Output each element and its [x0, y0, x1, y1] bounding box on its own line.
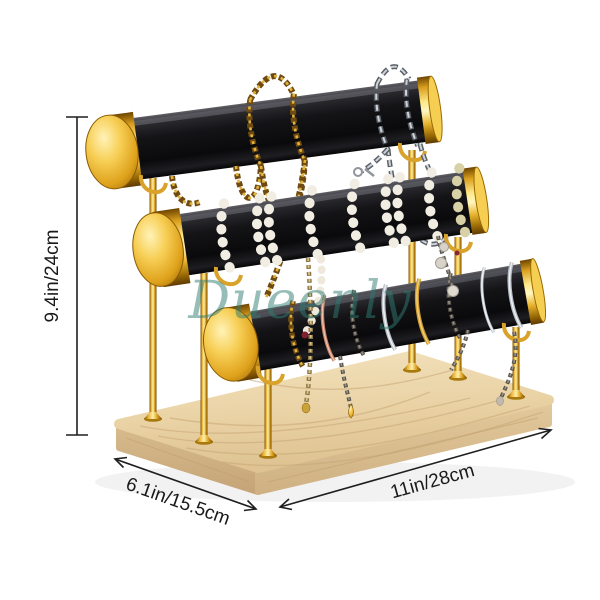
- red-bead-charm: [301, 331, 309, 339]
- red-bead-charm: [454, 250, 460, 256]
- depth-dimension: [113, 456, 258, 512]
- teardrop-tag: [348, 403, 354, 419]
- support-pole-middle-left: [195, 273, 213, 445]
- wood-grain: [125, 367, 544, 483]
- watermark-text: Dueenly: [187, 271, 411, 331]
- wooden-base: [114, 351, 554, 495]
- height-dimension-label: 9.4in/24cm: [42, 230, 63, 323]
- disc-charm: [447, 285, 459, 297]
- base-top-face: [114, 351, 554, 473]
- height-dimension: [66, 116, 88, 436]
- bar-hook: [213, 266, 243, 287]
- display-bar-middle: [132, 163, 490, 288]
- bar-hook: [255, 365, 285, 386]
- bangle-bracelet-bands: [288, 261, 524, 368]
- gold-end-cap-face: [132, 212, 184, 287]
- bar-hook: [443, 233, 473, 254]
- chain-tag: [496, 396, 504, 406]
- support-pole-bottom-left: [259, 369, 277, 459]
- support-pole-top-right: [403, 150, 421, 373]
- hanging-chain-to-base: [301, 257, 313, 414]
- gold-end-cap-face: [203, 307, 259, 382]
- hanging-dark-chains: [449, 329, 518, 406]
- display-bar-bottom: [203, 258, 547, 382]
- gold-end-cap-face: [85, 114, 139, 190]
- toggle-clasp-bar: [364, 168, 375, 177]
- silver-chain-bands: [373, 78, 421, 151]
- bar-body: [123, 78, 438, 181]
- display-bar-top: [85, 75, 443, 190]
- bar-body: [245, 262, 538, 372]
- width-dimension: [278, 427, 553, 511]
- hanging-pearl-strand: [301, 255, 326, 339]
- hanging-charm-chain: [435, 235, 460, 297]
- chain-tag: [301, 402, 311, 414]
- toggle-clasp-ring: [353, 167, 363, 177]
- gold-chain-bands: [246, 93, 308, 168]
- bar-body: [171, 170, 481, 277]
- bar-hook: [138, 174, 168, 195]
- hanging-teardrop-chain: [338, 355, 354, 419]
- support-pole-top-left: [144, 178, 162, 422]
